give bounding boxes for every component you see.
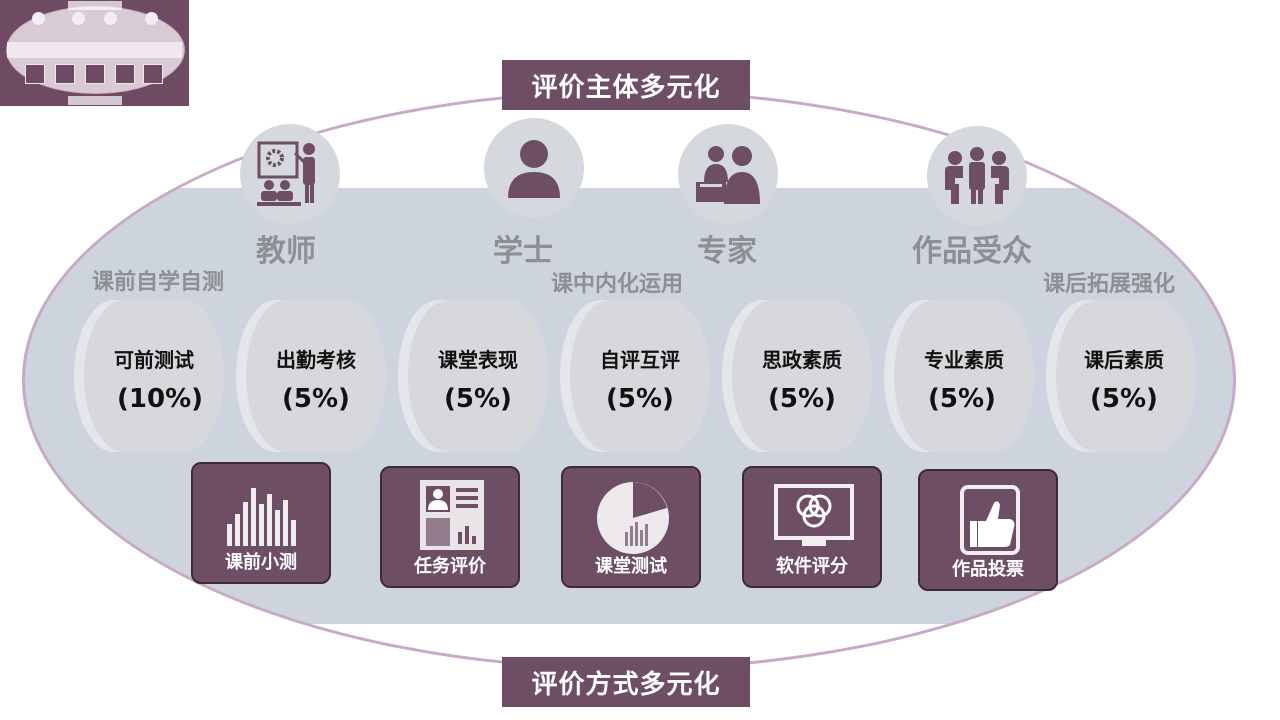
segment-card <box>398 300 548 452</box>
item-label: 专业素质 <box>924 348 1004 372</box>
item-percent: (5%) <box>928 384 996 414</box>
item-percent: (5%) <box>606 384 674 414</box>
audience-icon <box>927 126 1027 226</box>
monitor-icon <box>774 484 854 546</box>
item-label: 课后素质 <box>1084 348 1164 372</box>
tool-label: 作品投票 <box>952 559 1024 580</box>
stage-label-pre: 课前自学自测 <box>92 270 225 295</box>
top-title: 评价主体多元化 <box>502 60 750 110</box>
student-icon <box>484 118 584 218</box>
item-percent: (5%) <box>1090 384 1158 414</box>
item-label: 思政素质 <box>762 348 842 372</box>
bar-chart-icon <box>227 488 296 546</box>
item-percent: (5%) <box>768 384 836 414</box>
thumbnail-preview[interactable] <box>0 0 189 106</box>
role-label-student: 学士 <box>493 234 553 269</box>
tool-task-eval[interactable]: 任务评价 <box>380 466 520 588</box>
bottom-title: 评价方式多元化 <box>502 657 750 707</box>
pie-chart-icon <box>597 482 669 554</box>
segment-card <box>884 300 1034 452</box>
expert-icon <box>678 124 778 224</box>
tool-label: 任务评价 <box>414 556 486 577</box>
stage-label-in: 课中内化运用 <box>551 272 684 297</box>
tool-software-score[interactable]: 软件评分 <box>742 466 882 588</box>
role-label-teacher: 教师 <box>256 234 316 269</box>
role-label-audience: 作品受众 <box>912 234 1032 269</box>
item-percent: (5%) <box>444 384 512 414</box>
segment-card <box>74 300 224 452</box>
tool-label: 课前小测 <box>225 552 297 573</box>
item-percent: (5%) <box>282 384 350 414</box>
role-label-expert: 专家 <box>697 234 757 269</box>
stage-label-post: 课后拓展强化 <box>1043 272 1176 297</box>
teacher-icon <box>240 124 340 224</box>
thumbs-up-icon <box>960 485 1020 555</box>
item-percent: (10%) <box>117 384 203 414</box>
segment-card <box>236 300 386 452</box>
segment-card <box>1046 300 1196 452</box>
item-label: 出勤考核 <box>276 348 356 372</box>
tool-pre-quiz[interactable]: 课前小测 <box>191 462 331 584</box>
item-label: 可前测试 <box>114 348 194 372</box>
tool-class-test[interactable]: 课堂测试 <box>561 466 701 588</box>
tool-label: 软件评分 <box>776 556 848 577</box>
item-label: 课堂表现 <box>438 348 518 372</box>
segment-card <box>560 300 710 452</box>
segment-card <box>722 300 872 452</box>
item-label: 自评互评 <box>600 348 680 372</box>
tool-label: 课堂测试 <box>595 556 667 577</box>
report-icon <box>420 480 484 550</box>
tool-work-vote[interactable]: 作品投票 <box>918 469 1058 591</box>
